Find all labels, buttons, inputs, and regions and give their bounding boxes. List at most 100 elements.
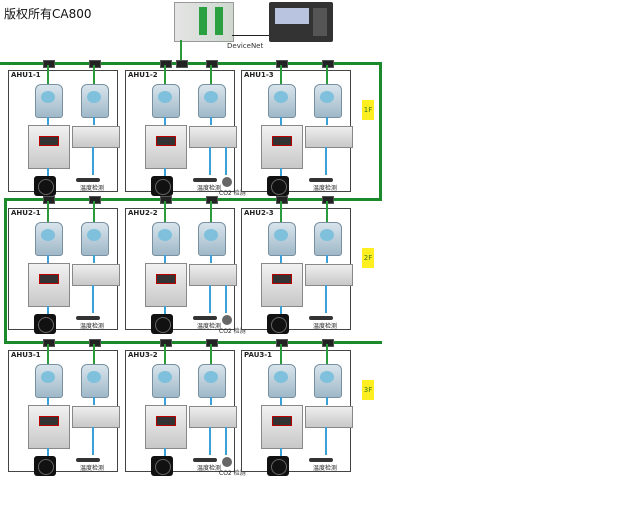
sensor-label: 温度检测 (197, 465, 222, 472)
drop-cable (93, 344, 95, 364)
signal-wire (326, 397, 328, 405)
signal-wire (209, 147, 211, 175)
inverter (28, 263, 70, 307)
bus-tap (89, 196, 101, 204)
bus-tap (43, 196, 55, 204)
signal-wire (325, 285, 327, 313)
io-module (189, 264, 237, 286)
signal-wire (92, 285, 94, 313)
signal-wire (93, 117, 95, 125)
drop-cable (280, 344, 282, 364)
ahu-label: AHU3-1 (11, 351, 41, 359)
fan-icon (34, 456, 56, 476)
fan-icon (151, 176, 173, 196)
signal-wire (280, 117, 282, 125)
io-module (305, 406, 353, 428)
temperature-sensor-icon (76, 316, 100, 320)
signal-wire (210, 117, 212, 125)
drop-cable (47, 65, 49, 84)
devicenet-module (268, 222, 296, 256)
bus-tap (276, 60, 288, 68)
io-module (72, 126, 120, 148)
bus-tap (89, 339, 101, 347)
drop-cable (93, 65, 95, 84)
signal-wire (210, 397, 212, 405)
signal-wire (210, 255, 212, 263)
devicenet-riser-left (4, 198, 7, 344)
temperature-sensor-icon (309, 458, 333, 462)
signal-wire (92, 427, 94, 455)
devicenet-module (152, 84, 180, 118)
bus-tap (276, 196, 288, 204)
io-module (72, 264, 120, 286)
temperature-sensor-icon (193, 316, 217, 320)
devicenet-module (35, 84, 63, 118)
temperature-sensor-icon (76, 178, 100, 182)
hmi-cable (232, 35, 272, 36)
drop-cable (280, 65, 282, 84)
io-module (189, 126, 237, 148)
inverter (28, 125, 70, 169)
sensor-label: 温度检测 (313, 465, 338, 472)
devicenet-module (314, 84, 342, 118)
devicenet-bus-2 (4, 198, 382, 201)
bus-tap (322, 196, 334, 204)
signal-wire (164, 397, 166, 405)
drop-cable (164, 65, 166, 84)
signal-wire (209, 427, 211, 455)
plc-controller (174, 2, 234, 42)
signal-wire (164, 306, 166, 316)
devicenet-label: DeviceNet (227, 42, 264, 50)
bus-tap (322, 60, 334, 68)
drop-cable (280, 201, 282, 222)
signal-wire (93, 397, 95, 405)
co2-label: CO2 检测 (219, 470, 246, 477)
bus-tap (206, 196, 218, 204)
drop-cable (47, 344, 49, 364)
sensor-label: 温度检测 (313, 185, 338, 192)
drop-cable (326, 65, 328, 84)
signal-wire (209, 285, 211, 313)
fan-icon (267, 456, 289, 476)
ahu-label: AHU1-3 (244, 71, 274, 79)
devicenet-riser-right (379, 62, 382, 201)
co2-sensor-icon (222, 457, 232, 467)
devicenet-module (81, 222, 109, 256)
signal-wire (164, 448, 166, 458)
signal-wire (325, 427, 327, 455)
hmi-keypad (313, 8, 327, 36)
drop-cable (47, 201, 49, 222)
drop-cable (164, 344, 166, 364)
bus-tap (160, 339, 172, 347)
fan-icon (151, 456, 173, 476)
fan-icon (34, 176, 56, 196)
hmi-touch-panel (269, 2, 333, 42)
devicenet-module (314, 222, 342, 256)
ahu-label: AHU2-2 (128, 209, 158, 217)
devicenet-module (198, 222, 226, 256)
drop-cable (210, 65, 212, 84)
devicenet-module (35, 222, 63, 256)
drop-cable (210, 201, 212, 222)
fan-icon (267, 176, 289, 196)
floor-tag: 3F (362, 380, 374, 400)
sensor-label: 温度检测 (197, 185, 222, 192)
devicenet-module (81, 364, 109, 398)
ahu-label: AHU2-3 (244, 209, 274, 217)
bus-tap (43, 339, 55, 347)
bus-tap (43, 60, 55, 68)
fan-icon (267, 314, 289, 334)
ahu-label: AHU1-1 (11, 71, 41, 79)
drop-cable (93, 201, 95, 222)
signal-wire (280, 306, 282, 316)
copyright-text: 版权所有CA800 (4, 7, 92, 21)
signal-wire (47, 448, 49, 458)
signal-wire (326, 117, 328, 125)
bus-tap (206, 339, 218, 347)
co2-label: CO2 检测 (219, 190, 246, 197)
signal-wire (47, 168, 49, 178)
signal-wire (164, 168, 166, 178)
signal-wire (280, 168, 282, 178)
io-module (72, 406, 120, 428)
devicenet-bus-1 (0, 62, 382, 65)
